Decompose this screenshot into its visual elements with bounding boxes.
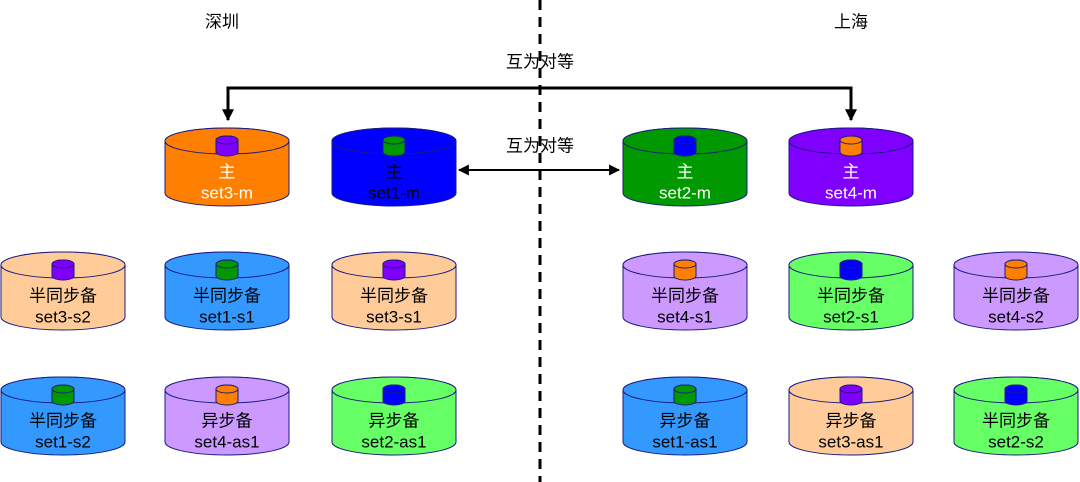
database-icon [215,135,239,157]
database-icon [673,135,697,157]
cylinder [331,376,457,456]
node-name-label: set1-s2 [35,433,91,452]
cylinder [953,251,1079,331]
node-role-label: 异步备 [826,412,877,431]
database-icon [1004,259,1028,281]
node-name-label: set4-s2 [988,308,1044,327]
node-name-label: set2-m [659,184,711,203]
node-name-label: set2-s1 [823,308,879,327]
db-node-set2-s2: 半同步备 set2-s2 [953,376,1079,456]
node-role-label: 半同步备 [29,287,97,306]
db-node-set3-m: 主 set3-m [164,127,290,207]
database-nodes: 主set3-m主set1-m半同步备set3-s2半同步备set1-s1半同步备… [0,127,1079,456]
node-role-label: 主 [843,163,860,182]
database-icon-top [51,384,75,394]
node-name-label: set3-s2 [35,308,91,327]
database-icon [215,384,239,406]
database-icon [1004,384,1028,406]
database-icon-top [673,384,697,394]
peer-link-label-middle: 互为对等 [506,137,574,156]
db-node-set4-s1: 半同步备 set4-s1 [622,251,748,331]
database-icon [382,135,406,157]
node-role-label: 半同步备 [193,287,261,306]
database-icon-top [215,384,239,394]
database-icon [382,384,406,406]
node-role-label: 主 [677,163,694,182]
database-icon-top [382,384,406,394]
database-icon [673,259,697,281]
node-role-label: 主 [386,163,403,182]
database-icon-top [1004,259,1028,269]
node-name-label: set3-as1 [818,433,883,452]
node-name-label: set2-s2 [988,433,1044,452]
node-name-label: set2-as1 [361,433,426,452]
node-role-label: 半同步备 [29,412,97,431]
database-icon [51,259,75,281]
db-node-set1-m: 主 set1-m [331,127,457,207]
region-title-shenzhen: 深圳 [205,13,239,32]
database-icon [215,259,239,281]
node-name-label: set1-m [368,184,420,203]
db-node-set4-m: 主 set4-m [788,127,914,207]
node-role-label: 半同步备 [982,287,1050,306]
db-node-set4-as1: 异步备 set4-as1 [164,376,290,456]
db-node-set3-s2: 半同步备 set3-s2 [0,251,126,331]
node-name-label: set4-m [825,184,877,203]
node-role-label: 主 [219,163,236,182]
database-icon-top [382,259,406,269]
node-role-label: 半同步备 [651,287,719,306]
db-node-set2-m: 主 set2-m [622,127,748,207]
db-node-set3-s1: 半同步备 set3-s1 [331,251,457,331]
db-node-set1-s2: 半同步备 set1-s2 [0,376,126,456]
node-name-label: set3-m [201,184,253,203]
database-icon-top [1004,384,1028,394]
database-icon-top [839,384,863,394]
node-name-label: set1-s1 [199,308,255,327]
db-node-set3-as1: 异步备 set3-as1 [788,376,914,456]
node-name-label: set3-s1 [366,308,422,327]
cylinder [622,251,748,331]
database-icon [839,384,863,406]
database-icon-top [215,135,239,145]
database-icon [382,259,406,281]
peer-link-label-top: 互为对等 [506,53,574,72]
database-icon-top [51,259,75,269]
database-icon [839,259,863,281]
node-role-label: 半同步备 [982,412,1050,431]
node-role-label: 异步备 [660,412,711,431]
database-icon-top [382,135,406,145]
database-icon [51,384,75,406]
database-icon-top [673,259,697,269]
node-name-label: set4-s1 [657,308,713,327]
region-title-shanghai: 上海 [834,13,868,32]
db-node-set4-s2: 半同步备 set4-s2 [953,251,1079,331]
database-icon [839,135,863,157]
db-node-set1-s1: 半同步备 set1-s1 [164,251,290,331]
db-node-set2-as1: 异步备 set2-as1 [331,376,457,456]
cylinder [331,127,457,207]
node-role-label: 异步备 [202,412,253,431]
node-role-label: 半同步备 [817,287,885,306]
database-icon-top [839,259,863,269]
peer-connector-set3-set4 [222,86,857,122]
node-name-label: set1-as1 [652,433,717,452]
node-role-label: 半同步备 [360,287,428,306]
database-icon-top [839,135,863,145]
database-icon-top [215,259,239,269]
node-role-label: 异步备 [369,412,420,431]
db-node-set1-as1: 异步备 set1-as1 [622,376,748,456]
database-icon [673,384,697,406]
database-icon-top [673,135,697,145]
db-node-set2-s1: 半同步备 set2-s1 [788,251,914,331]
node-name-label: set4-as1 [194,433,259,452]
